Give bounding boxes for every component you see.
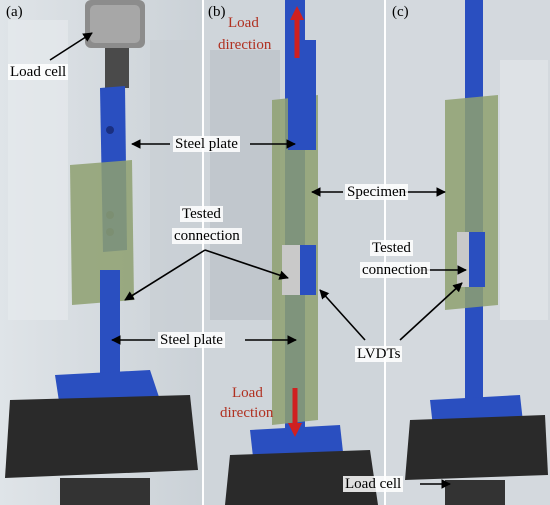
label-steel-plate-bottom: Steel plate	[158, 332, 225, 348]
label-load-cell-top: Load cell	[8, 64, 69, 80]
load-direction-arrow-down	[288, 388, 302, 437]
panel-tag-a: (a)	[6, 4, 23, 20]
panel-tag-b: (b)	[208, 4, 226, 20]
label-tested-connection-a-line1: Tested	[180, 206, 223, 222]
label-tested-connection-c-line1: Tested	[370, 240, 413, 256]
label-tested-connection-c-line2: connection	[360, 262, 430, 278]
label-steel-plate-top: Steel plate	[173, 136, 240, 152]
arrow-tested-connection-b	[204, 249, 289, 280]
label-load-direction-top-line2: direction	[218, 37, 272, 53]
label-lvdts: LVDTs	[355, 346, 403, 362]
panel-c-photo	[386, 0, 550, 505]
label-load-direction-bottom-line1: Load	[232, 385, 263, 401]
panel-tag-c: (c)	[392, 4, 409, 20]
arrow-tested-connection-a	[124, 249, 206, 301]
label-load-direction-top-line1: Load	[228, 15, 259, 31]
label-specimen: Specimen	[345, 184, 409, 200]
annotation-arrows	[49, 32, 467, 489]
panel-a-photo	[0, 0, 202, 505]
load-direction-arrow-up	[290, 6, 304, 58]
label-load-direction-bottom-line2: direction	[220, 405, 274, 421]
label-load-cell-bottom: Load cell	[343, 476, 404, 492]
arrow-lvdts-b	[319, 289, 366, 341]
label-tested-connection-a-line2: connection	[172, 228, 242, 244]
arrow-lvdts-c	[399, 282, 463, 341]
arrow-load-cell-top	[49, 32, 93, 61]
